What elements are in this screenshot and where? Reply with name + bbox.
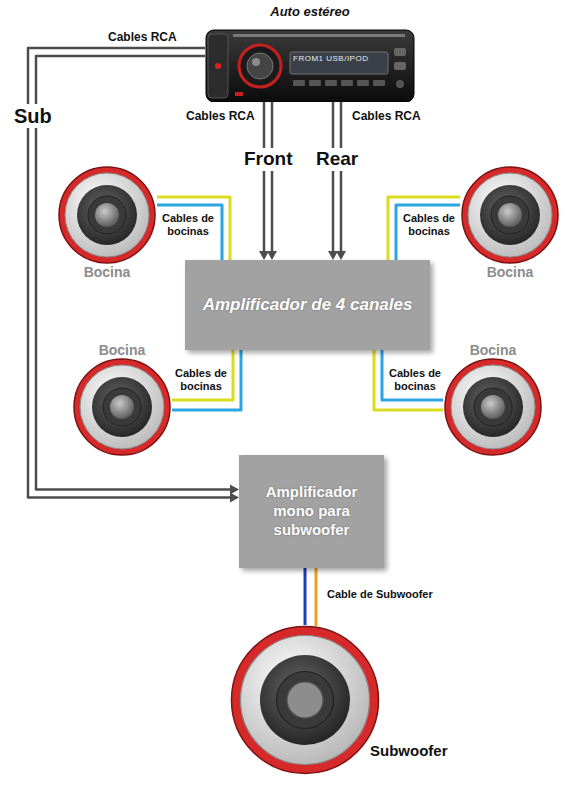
amplifier-box: Amplificador mono para subwoofer xyxy=(239,455,384,568)
cable-line xyxy=(157,197,230,260)
subwoofer: Subwoofer xyxy=(230,625,465,777)
node-label: Bocina xyxy=(460,264,560,280)
cable-connector xyxy=(328,102,346,260)
car-stereo: Auto estéreo xyxy=(205,4,415,102)
connector-label: Sub xyxy=(12,104,54,128)
cable-label: Cables RCA xyxy=(352,109,421,123)
speaker: Bocina xyxy=(443,342,543,457)
cable-line xyxy=(263,102,266,252)
node-label: Auto estéreo xyxy=(205,4,415,19)
speaker-illustration xyxy=(57,165,157,265)
cable-label: Cables RCA xyxy=(186,109,255,123)
cable-line xyxy=(332,102,335,252)
connector-label: Cables de bocinas xyxy=(401,212,457,238)
node-label: Bocina xyxy=(72,342,172,358)
cable-line xyxy=(172,350,233,400)
cable-connector xyxy=(259,102,277,260)
arrowhead xyxy=(230,485,239,495)
connector-label: Rear xyxy=(314,148,360,171)
cable-connector xyxy=(172,350,241,410)
cable-line xyxy=(172,350,241,410)
subwoofer-illustration xyxy=(230,625,380,775)
speaker-illustration xyxy=(443,357,543,457)
amplifier-box: Amplificador de 4 canales xyxy=(185,260,430,350)
connector-label: Front xyxy=(242,148,295,171)
speaker-illustration xyxy=(460,165,560,265)
node-label: Subwoofer xyxy=(370,742,448,759)
connector-label: Cable de Subwoofer xyxy=(325,588,435,601)
display-text: FROM1 USB/IPOD xyxy=(293,54,368,64)
speaker: Bocina xyxy=(72,342,172,457)
node-label: Bocina xyxy=(57,264,157,280)
cable-line xyxy=(396,205,460,260)
cable-line xyxy=(157,205,222,260)
cable-line xyxy=(315,568,318,626)
node-label: Amplificador de 4 canales xyxy=(203,294,413,315)
speaker-illustration xyxy=(72,357,172,457)
connector-label: Cables de bocinas xyxy=(173,367,229,393)
speaker: Bocina xyxy=(57,165,157,283)
cable-line xyxy=(271,102,274,252)
arrowhead xyxy=(259,251,269,260)
speaker: Bocina xyxy=(460,165,560,283)
cable-line xyxy=(340,102,343,252)
arrowhead xyxy=(328,251,338,260)
arrowhead xyxy=(336,251,346,260)
cable-connector xyxy=(157,197,230,260)
cable-connector xyxy=(374,350,443,410)
cable-line xyxy=(374,350,443,410)
node-label: Amplificador mono para subwoofer xyxy=(247,483,376,539)
cable-line xyxy=(304,568,307,625)
arrowhead xyxy=(267,251,277,260)
cable-line xyxy=(382,350,443,400)
connector-label: Cables de bocinas xyxy=(387,367,443,393)
cable-label: Cables RCA xyxy=(108,30,177,44)
cable-connector xyxy=(305,568,316,626)
node-label: Bocina xyxy=(443,342,543,358)
connector-label: Cables de bocinas xyxy=(160,212,216,238)
cable-line xyxy=(388,197,460,260)
cable-connector xyxy=(388,197,460,260)
arrowhead xyxy=(230,493,239,503)
